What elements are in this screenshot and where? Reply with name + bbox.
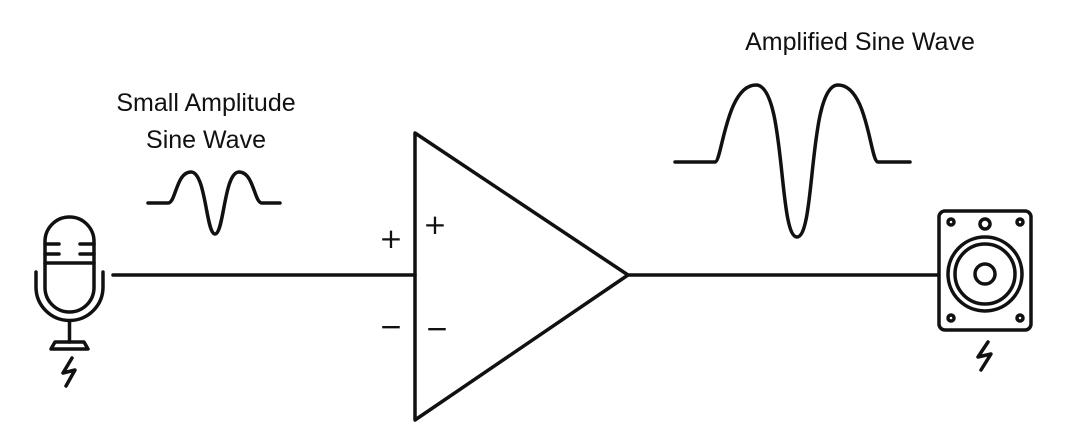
power-icon bbox=[976, 340, 993, 372]
plus-sign-inner: + bbox=[423, 208, 446, 241]
plus-sign-outer: + bbox=[379, 222, 402, 255]
amplified-sine-wave bbox=[673, 83, 912, 239]
input-wave-label-line1: Small Amplitude bbox=[116, 89, 295, 117]
input-wave-label-line2: Sine Wave bbox=[146, 126, 266, 154]
microphone-icon bbox=[34, 215, 105, 388]
op-amp-triangle bbox=[413, 131, 630, 422]
power-icon bbox=[61, 356, 77, 388]
minus-sign-inner: − bbox=[425, 312, 448, 345]
small-sine-wave bbox=[146, 170, 282, 236]
speaker-icon bbox=[937, 209, 1033, 372]
minus-sign-outer: − bbox=[379, 310, 402, 343]
output-wave-label: Amplified Sine Wave bbox=[745, 28, 975, 56]
